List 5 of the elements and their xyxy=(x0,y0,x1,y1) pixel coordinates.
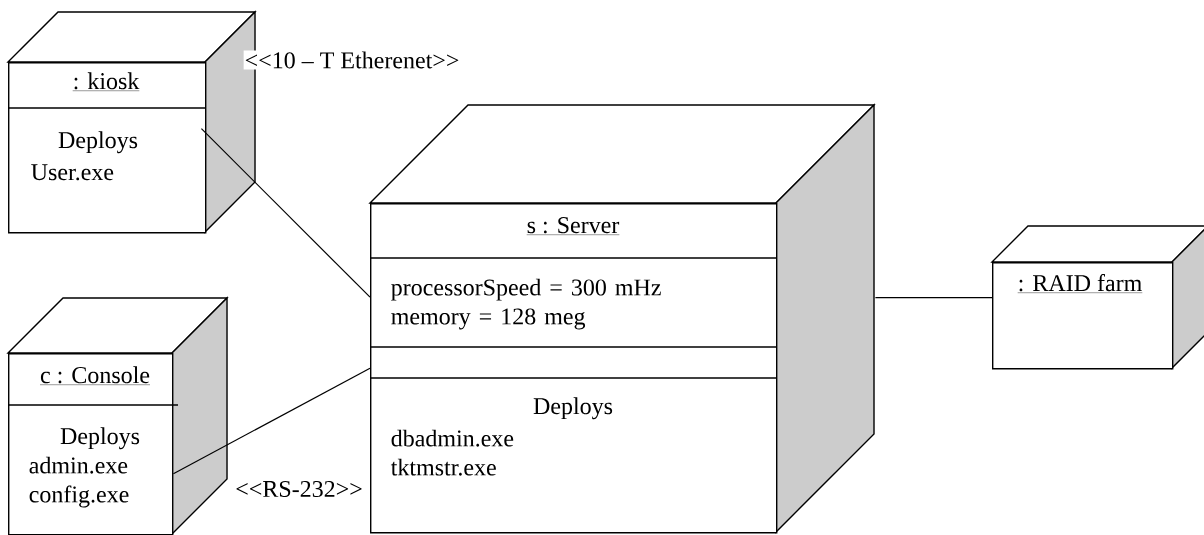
connector-line xyxy=(200,128,371,298)
edge-label: <<RS-232>> xyxy=(234,479,364,499)
edge-label: <<10 – T Etherenet>> xyxy=(243,50,461,70)
connector-line xyxy=(172,367,371,475)
connector-line xyxy=(874,297,993,299)
